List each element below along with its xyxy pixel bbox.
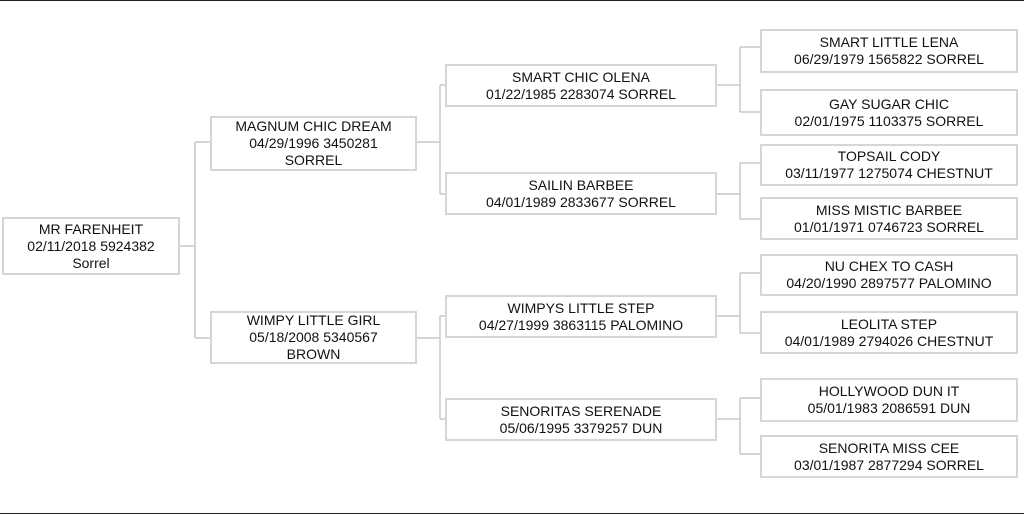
bottom-border <box>0 513 1024 514</box>
connector-sire-dam <box>717 162 760 220</box>
horse-info: 05/01/1983 2086591 DUN <box>807 400 971 416</box>
top-border <box>0 0 1024 1</box>
connector-dam <box>417 315 445 420</box>
horse-card-dd-dam[interactable]: SENORITA MISS CEE 03/01/1987 2877294 SOR… <box>760 435 1018 478</box>
horse-name: TOPSAIL CODY <box>837 148 941 164</box>
connector-dam-dam <box>717 397 760 455</box>
horse-info: 01/22/1985 2283074 SORREL <box>486 85 676 102</box>
horse-name: HOLLYWOOD DUN IT <box>818 383 960 399</box>
horse-info: 05/06/1995 3379257 DUN <box>499 419 663 436</box>
horse-info: 05/18/2008 5340567 <box>249 329 378 345</box>
horse-color: BROWN <box>286 346 341 362</box>
horse-name: GAY SUGAR CHIC <box>828 95 950 112</box>
horse-info: 04/27/1999 3863115 PALOMINO <box>478 316 684 333</box>
horse-name: WIMPY LITTLE GIRL <box>246 312 381 328</box>
horse-name: MR FARENHEIT <box>38 220 144 237</box>
horse-card-dam[interactable]: WIMPY LITTLE GIRL 05/18/2008 5340567 BRO… <box>210 311 417 364</box>
horse-card-sire-sire[interactable]: SMART CHIC OLENA 01/22/1985 2283074 SORR… <box>445 64 717 107</box>
horse-name: SAILIN BARBEE <box>528 176 634 193</box>
horse-name: MISS MISTIC BARBEE <box>815 201 963 218</box>
horse-name: LEOLITA STEP <box>840 315 938 332</box>
horse-card-dam-dam[interactable]: SENORITAS SERENADE 05/06/1995 3379257 DU… <box>445 398 717 441</box>
horse-name: SENORITA MISS CEE <box>818 439 960 456</box>
connector-dam-sire <box>717 272 760 334</box>
connector-sire-sire <box>717 46 760 113</box>
horse-card-sire-dam[interactable]: SAILIN BARBEE 04/01/1989 2833677 SORREL <box>445 172 717 215</box>
horse-color: SORREL <box>284 152 343 168</box>
horse-info: 04/20/1990 2897577 PALOMINO <box>786 275 992 291</box>
horse-card-ss-dam[interactable]: GAY SUGAR CHIC 02/01/1975 1103375 SORREL <box>760 89 1018 136</box>
horse-color: Sorrel <box>72 254 110 271</box>
horse-card-sd-sire[interactable]: TOPSAIL CODY 03/11/1977 1275074 CHESTNUT <box>760 144 1018 186</box>
horse-card-sd-dam[interactable]: MISS MISTIC BARBEE 01/01/1971 0746723 SO… <box>760 197 1018 240</box>
horse-info: 03/01/1987 2877294 SORREL <box>794 456 984 473</box>
horse-card-ss-sire[interactable]: SMART LITTLE LENA 06/29/1979 1565822 SOR… <box>760 29 1018 73</box>
horse-name: SMART LITTLE LENA <box>819 34 959 50</box>
horse-info: 02/01/1975 1103375 SORREL <box>794 112 984 129</box>
horse-card-sire[interactable]: MAGNUM CHIC DREAM 04/29/1996 3450281 SOR… <box>210 116 417 171</box>
horse-card-subject[interactable]: MR FARENHEIT 02/11/2018 5924382 Sorrel <box>2 217 180 275</box>
horse-name: WIMPYS LITTLE STEP <box>507 299 655 316</box>
horse-info: 04/01/1989 2794026 CHESTNUT <box>784 332 994 349</box>
horse-card-dd-sire[interactable]: HOLLYWOOD DUN IT 05/01/1983 2086591 DUN <box>760 378 1018 422</box>
horse-info: 01/01/1971 0746723 SORREL <box>794 218 984 235</box>
horse-info: 04/29/1996 3450281 <box>249 135 378 151</box>
horse-card-dam-sire[interactable]: WIMPYS LITTLE STEP 04/27/1999 3863115 PA… <box>445 295 717 338</box>
horse-info: 03/11/1977 1275074 CHESTNUT <box>785 165 993 181</box>
horse-name: SMART CHIC OLENA <box>512 68 650 85</box>
horse-name: SENORITAS SERENADE <box>500 402 662 419</box>
horse-card-ds-sire[interactable]: NU CHEX TO CASH 04/20/1990 2897577 PALOM… <box>760 254 1018 296</box>
horse-info: 04/01/1989 2833677 SORREL <box>486 193 676 210</box>
connector-sire <box>417 84 445 195</box>
horse-info: 06/29/1979 1565822 SORREL <box>794 51 984 67</box>
horse-card-ds-dam[interactable]: LEOLITA STEP 04/01/1989 2794026 CHESTNUT <box>760 311 1018 354</box>
horse-name: MAGNUM CHIC DREAM <box>235 118 392 134</box>
horse-name: NU CHEX TO CASH <box>824 258 954 274</box>
horse-info: 02/11/2018 5924382 <box>27 237 155 254</box>
connector-subject <box>180 141 210 339</box>
